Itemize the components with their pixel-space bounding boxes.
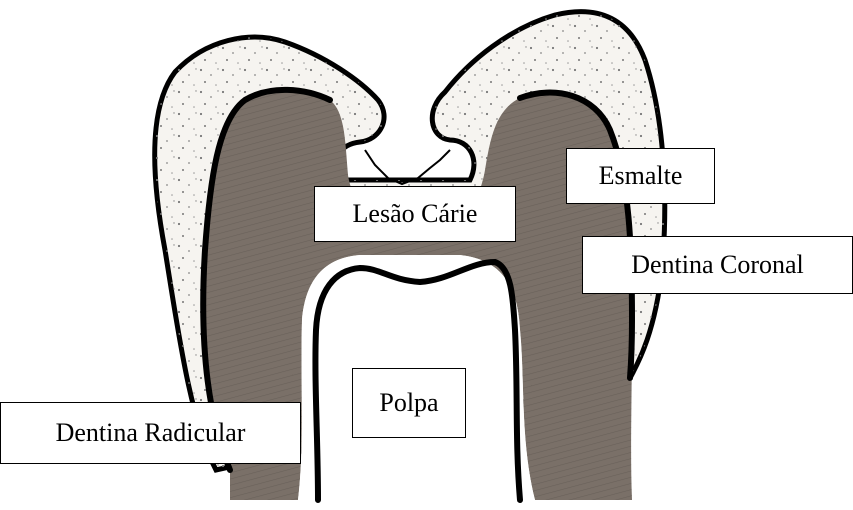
label-polpa: Polpa xyxy=(352,368,466,438)
label-dentina-radicular: Dentina Radicular xyxy=(0,402,301,464)
label-lesao-carie: Lesão Cárie xyxy=(314,186,516,242)
label-dentina-coronal: Dentina Coronal xyxy=(582,236,853,294)
label-esmalte: Esmalte xyxy=(566,148,715,204)
